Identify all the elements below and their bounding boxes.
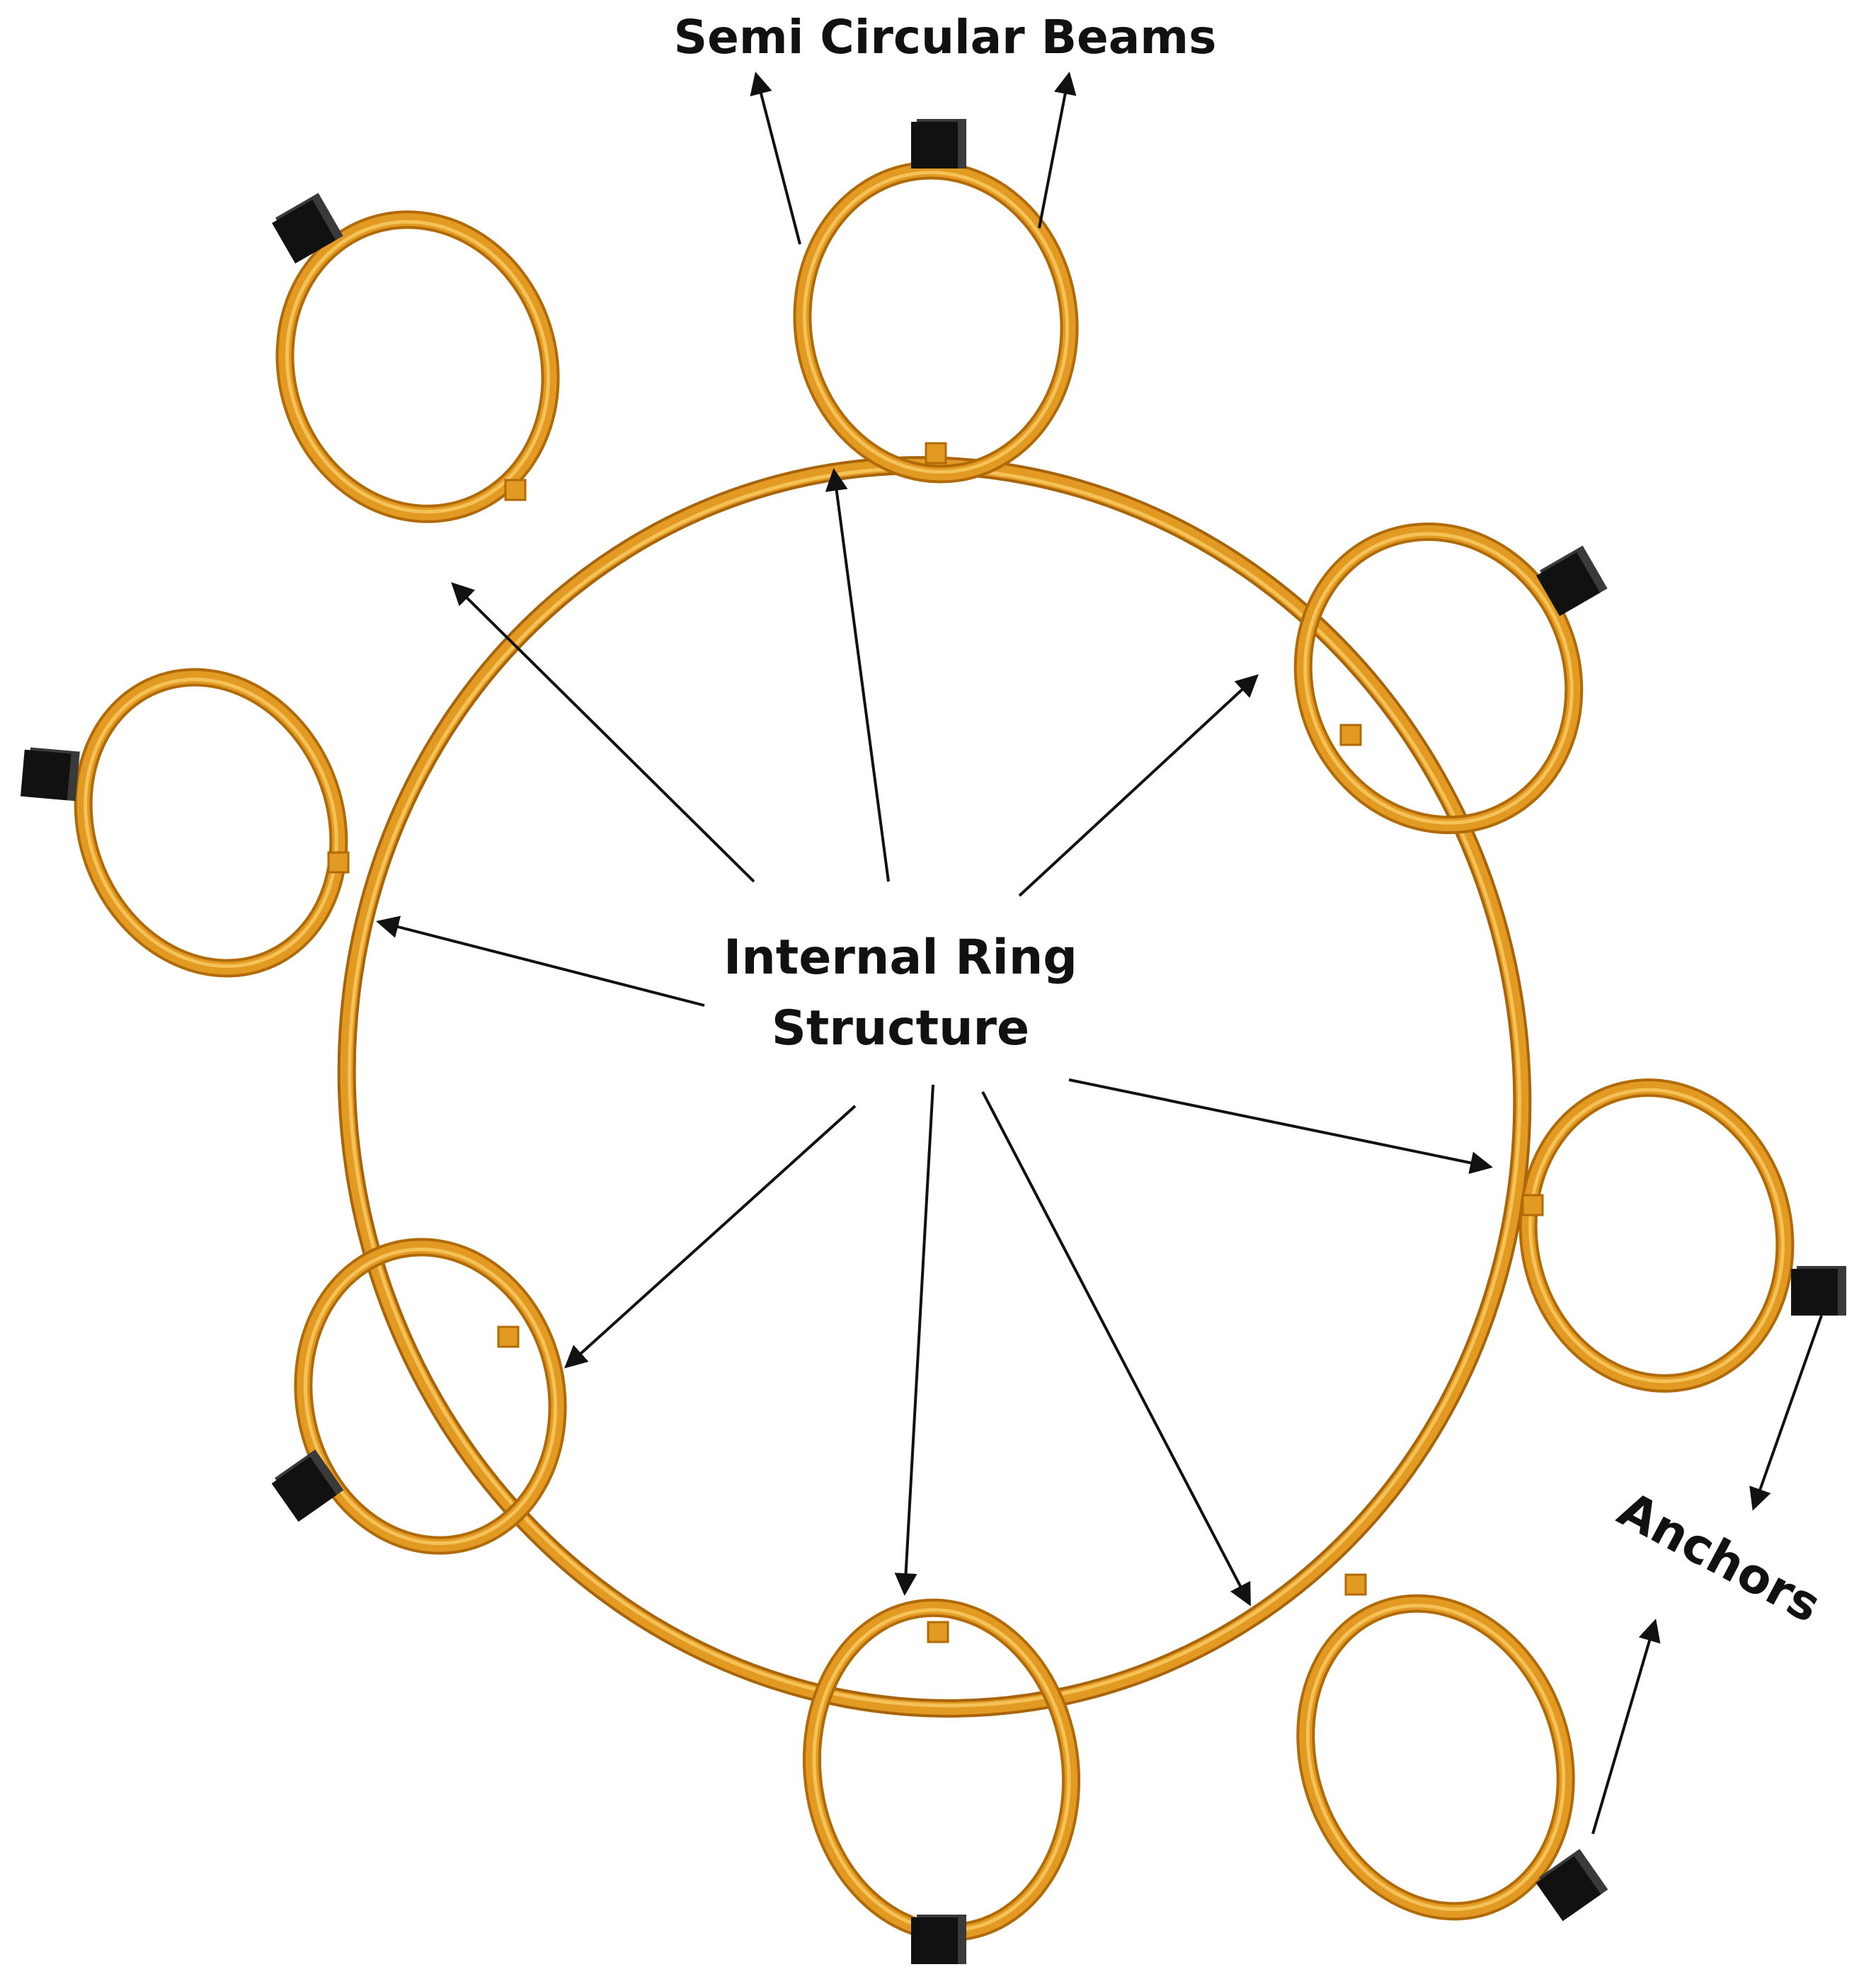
arrow-semi-beam-right xyxy=(1038,72,1077,229)
anchor-front xyxy=(21,749,72,801)
label-anchors: Anchors xyxy=(1609,1481,1829,1634)
anchor-block xyxy=(911,119,966,169)
anchor-block xyxy=(272,193,343,264)
semi-circular-beam-loop xyxy=(802,1598,1081,1942)
arrows-group xyxy=(376,72,1823,1835)
beam-loop-stroke xyxy=(802,170,1070,474)
ring-connector xyxy=(1344,1573,1367,1596)
label-internal-ring-line1: Internal Ring xyxy=(723,930,1077,986)
arrow-ring-left xyxy=(376,916,705,1007)
anchor-front xyxy=(911,1917,958,1964)
beam-loop-stroke xyxy=(812,1608,1071,1932)
arrow-anchor-upper xyxy=(1749,1315,1823,1511)
anchor-block xyxy=(1535,1849,1608,1922)
anchor-block xyxy=(21,747,80,802)
semi-circular-beam-loop xyxy=(74,668,350,978)
anchors-group xyxy=(21,119,1846,1964)
beam-loop-stroke xyxy=(1521,1081,1792,1390)
semi-circular-beam-loop xyxy=(275,210,560,523)
label-semi-circular-beams: Semi Circular Beams xyxy=(674,10,1217,64)
beam-loop-stroke xyxy=(74,668,348,978)
ring-connector xyxy=(497,1325,520,1348)
ring-connector xyxy=(504,479,527,501)
beam-loop-stroke xyxy=(1299,1597,1572,1918)
arrow-semi-beam-left xyxy=(750,72,801,245)
arrow-ring-top xyxy=(825,468,890,882)
arrow-ring-top-right xyxy=(1018,674,1259,897)
anchor-front xyxy=(272,200,336,264)
beam-loop-stroke xyxy=(1528,1088,1785,1384)
beam-loop-stroke xyxy=(1518,1078,1795,1393)
beam-loop-stroke xyxy=(76,671,345,975)
arrow-ring-bottom-right xyxy=(981,1091,1251,1607)
anchor-front xyxy=(271,1456,337,1522)
ring-connector xyxy=(925,442,947,464)
anchor-block xyxy=(1791,1266,1846,1316)
ring-connector xyxy=(327,851,350,874)
semi-circular-beam-loop xyxy=(793,161,1079,484)
anchor-block xyxy=(911,1915,966,1964)
semi-circular-beam-loop xyxy=(1296,1573,1575,1921)
beam-loop-stroke xyxy=(805,1601,1078,1939)
ring-connector xyxy=(1339,724,1362,746)
arrow-ring-bottom-left xyxy=(564,1105,857,1369)
ring-connector xyxy=(927,1621,949,1643)
beam-loop-stroke xyxy=(278,213,557,520)
anchor-front xyxy=(911,122,958,169)
internal-ring xyxy=(337,456,1532,1718)
beam-loop-stroke xyxy=(303,1247,558,1546)
semi-circular-beam-loop xyxy=(1293,522,1584,835)
beam-loop-stroke xyxy=(802,1598,1081,1942)
semi-circular-beam-loop xyxy=(1518,1078,1795,1393)
beam-loop-stroke xyxy=(297,1241,564,1552)
semi-circular-beam-loop xyxy=(294,1238,567,1555)
beam-loop-stroke xyxy=(1303,532,1574,825)
beam-loop-stroke xyxy=(1305,1604,1566,1911)
beam-loop-stroke xyxy=(1296,525,1581,832)
arrow-ring-bottom xyxy=(894,1084,934,1596)
anchor-front xyxy=(1791,1269,1838,1316)
semi-circular-beams-group xyxy=(74,161,1795,1942)
arrow-ring-top-left xyxy=(451,582,755,883)
anchor-block xyxy=(1536,545,1608,617)
beam-loop-stroke xyxy=(285,219,551,514)
beam-loop-stroke xyxy=(84,678,338,968)
anchor-front xyxy=(1535,1856,1601,1922)
anchor-front xyxy=(1536,552,1601,617)
arrow-ring-right xyxy=(1068,1078,1493,1175)
label-internal-ring-line2: Structure xyxy=(772,1000,1029,1056)
beam-loop-stroke xyxy=(796,164,1076,481)
ring-connector xyxy=(1521,1194,1544,1216)
anchor-block xyxy=(271,1449,344,1522)
arrow-anchor-lower xyxy=(1591,1619,1661,1835)
beam-loop-stroke xyxy=(1293,522,1584,835)
